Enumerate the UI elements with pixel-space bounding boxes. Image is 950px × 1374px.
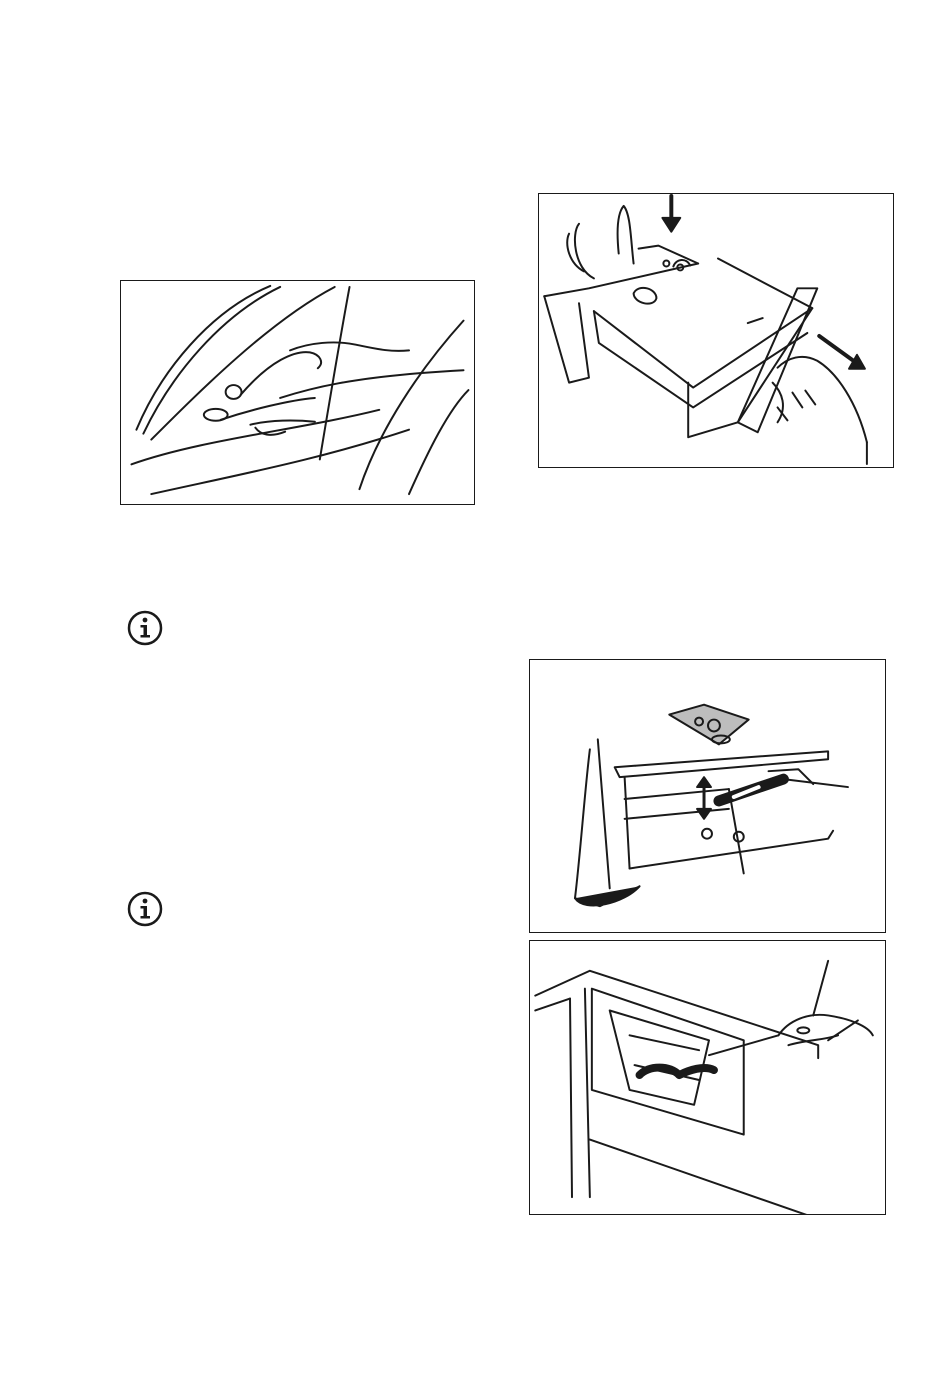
drawer-recess-cleaning-illustration (529, 940, 886, 1215)
softener-cap-cleaning-illustration (529, 659, 886, 933)
drum-illustration (120, 280, 475, 505)
info-icon (127, 891, 163, 927)
drawer-release-illustration (538, 193, 894, 468)
info-icon (127, 610, 163, 646)
